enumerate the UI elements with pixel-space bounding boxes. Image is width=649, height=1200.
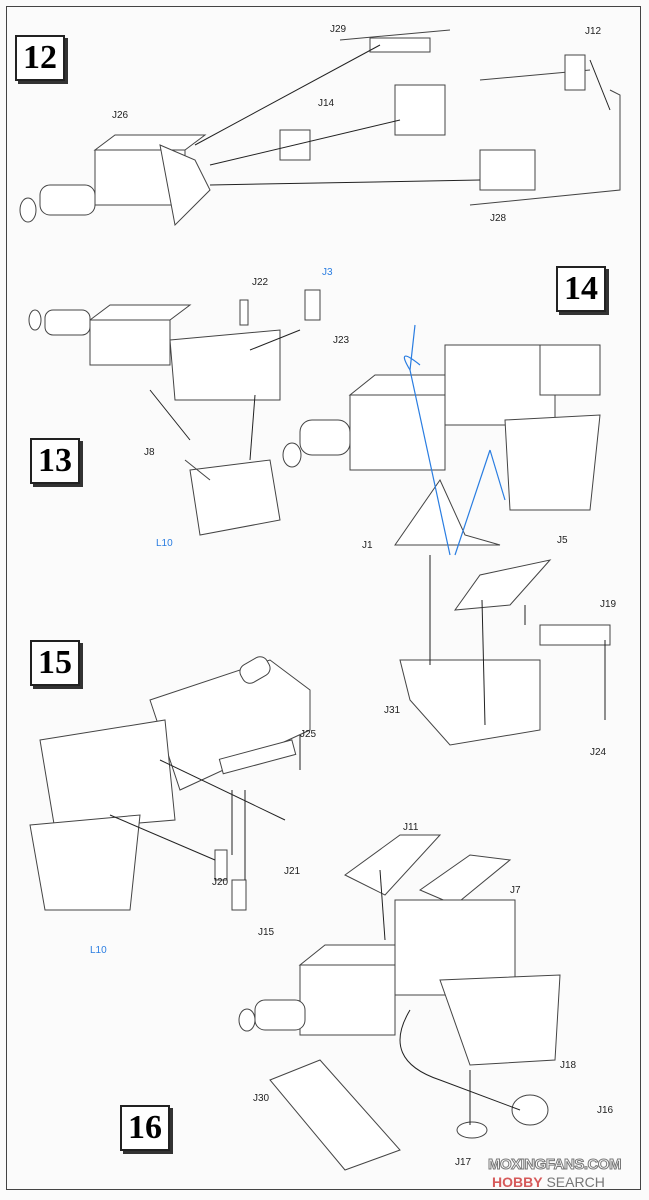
part-label: J11	[403, 822, 419, 833]
part-label: J29	[330, 24, 347, 35]
step-number-13: 13	[30, 438, 80, 484]
step12-gun-assembly	[19, 29, 621, 227]
part-label: J26	[112, 110, 129, 121]
part-label: J18	[560, 1060, 577, 1071]
part-label: J3	[322, 267, 333, 278]
part-label: J1	[362, 540, 373, 551]
part-label: J20	[212, 877, 229, 888]
part-label: L10	[156, 538, 173, 549]
step-number-16: 16	[120, 1105, 170, 1151]
part-label: J22	[252, 277, 269, 288]
step14-gun-assembly	[282, 344, 611, 746]
watermark-hobbysearch: HOBBY SEARCH	[492, 1174, 605, 1190]
step-number-12: 12	[15, 35, 65, 81]
page-frame	[6, 6, 641, 1190]
glue-lines	[403, 324, 506, 556]
part-label: J16	[597, 1105, 614, 1116]
part-label: J25	[300, 729, 317, 740]
watermark-hobby: HOBBY	[492, 1174, 543, 1190]
part-label: J5	[557, 535, 568, 546]
part-label: J12	[585, 26, 602, 37]
step16-gun-assembly	[238, 834, 561, 1171]
part-label: J8	[144, 447, 155, 458]
step13-gun-assembly	[28, 289, 321, 536]
part-label: J21	[284, 866, 301, 877]
part-label: L10	[90, 945, 107, 956]
part-label: J23	[333, 335, 350, 346]
part-label: J15	[258, 927, 275, 938]
part-label: J7	[510, 885, 521, 896]
part-label: J31	[384, 705, 401, 716]
part-label: J28	[490, 213, 507, 224]
step15-gun-assembly	[29, 656, 311, 911]
part-label: J17	[455, 1157, 472, 1168]
part-label: J24	[590, 747, 607, 758]
part-label: J19	[600, 599, 617, 610]
part-label: J14	[318, 98, 335, 109]
watermark-moxingfans: MOXINGFANS.COM	[487, 1156, 622, 1174]
part-label: J30	[253, 1093, 270, 1104]
step-number-14: 14	[556, 266, 606, 312]
watermark-search: SEARCH	[546, 1174, 605, 1190]
step-number-15: 15	[30, 640, 80, 686]
